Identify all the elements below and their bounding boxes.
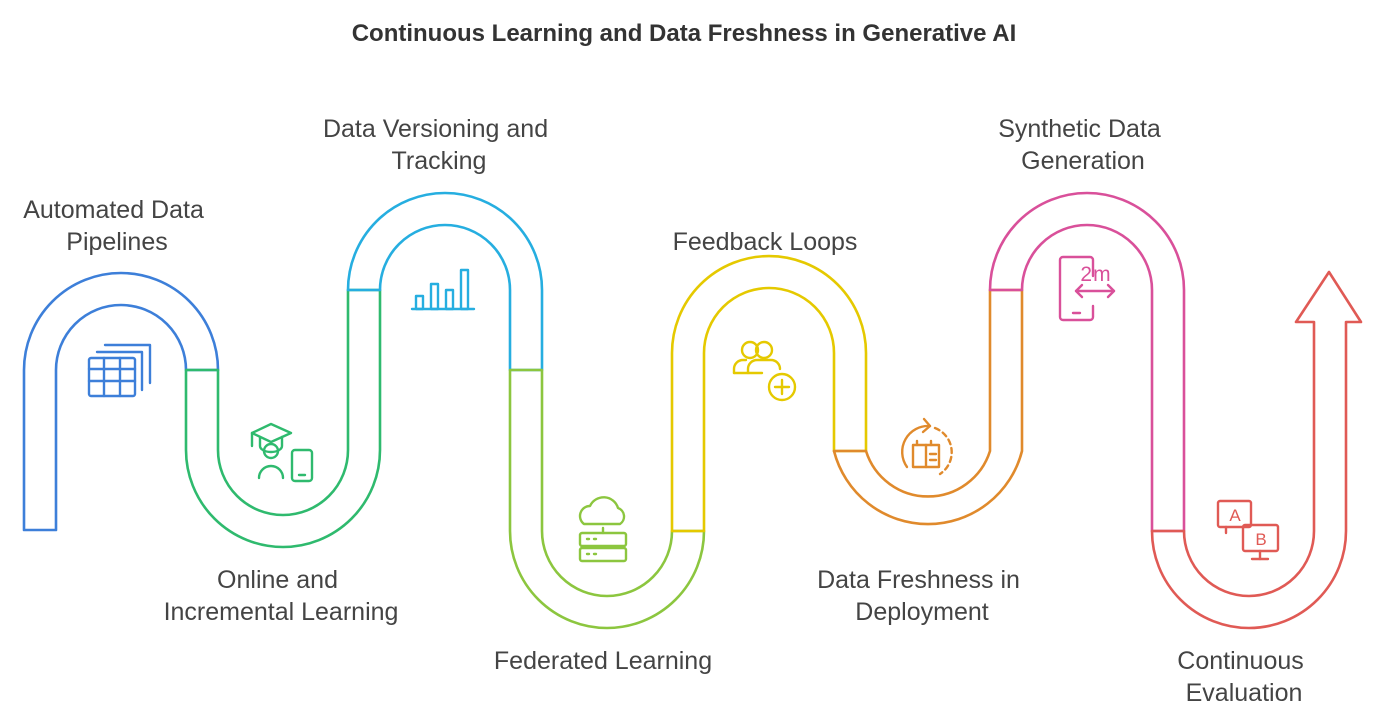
step-2-label-line-2: Incremental Learning bbox=[164, 598, 399, 626]
step-6-label: Data Freshness in Deployment bbox=[817, 566, 1027, 626]
ribbon-segment-4-path bbox=[508, 368, 706, 630]
step-8-label: Continuous Evaluation bbox=[1177, 647, 1310, 707]
mobile-timer-icon bbox=[1058, 255, 1116, 322]
step-7-label: Synthetic Data Generation bbox=[998, 115, 1168, 175]
ribbon-segment-3-path bbox=[346, 191, 544, 372]
step-4-label-line-1: Federated Learning bbox=[494, 647, 712, 675]
timer-label: 2m bbox=[1080, 263, 1111, 286]
ribbon-segment-1 bbox=[22, 271, 220, 532]
ribbon-segment-4 bbox=[508, 368, 706, 630]
ribbon-segment-3 bbox=[346, 191, 544, 372]
step-3-label: Data Versioning and Tracking bbox=[323, 115, 555, 175]
step-8-label-line-2: Evaluation bbox=[1186, 679, 1303, 707]
ab-test-icon bbox=[1216, 499, 1280, 561]
step-2-label: Online and Incremental Learning bbox=[164, 566, 399, 626]
step-5-label-line-1: Feedback Loops bbox=[673, 228, 858, 256]
step-6-label-line-2: Deployment bbox=[855, 598, 988, 626]
data-table-icon bbox=[87, 343, 152, 398]
step-7-label-line-2: Generation bbox=[1021, 147, 1145, 175]
step-6-label-line-1: Data Freshness in bbox=[817, 566, 1020, 594]
ribbon-segment-7-path bbox=[988, 191, 1186, 533]
step-3-label-line-1: Data Versioning and bbox=[323, 115, 548, 143]
step-8-label-line-1: Continuous bbox=[1177, 647, 1303, 675]
ribbon-segment-1-path bbox=[22, 271, 220, 532]
step-5-label: Feedback Loops bbox=[673, 228, 858, 256]
step-3-label-line-2: Tracking bbox=[392, 147, 487, 175]
refresh-data-icon bbox=[901, 417, 953, 476]
bar-chart-icon bbox=[410, 268, 476, 311]
variant-a-label: A bbox=[1229, 506, 1241, 525]
add-users-icon bbox=[732, 340, 797, 402]
step-1-label-line-2: Pipelines bbox=[66, 228, 167, 256]
ribbon-segment-2 bbox=[184, 288, 382, 549]
diagram-title: Continuous Learning and Data Freshness i… bbox=[352, 20, 1017, 47]
ribbon-segment-7 bbox=[988, 191, 1186, 533]
variant-b-label: B bbox=[1255, 530, 1266, 549]
ribbon-segment-2-path bbox=[184, 288, 382, 549]
step-2-label-line-1: Online and bbox=[217, 566, 338, 594]
cloud-server-icon bbox=[578, 496, 628, 563]
ribbon-segment-5-path bbox=[670, 254, 868, 533]
ribbon-segment-5 bbox=[670, 254, 868, 533]
ribbon-segment-6-path bbox=[832, 288, 1024, 526]
ribbon-segment-6 bbox=[832, 288, 1024, 526]
graduate-with-device-icon bbox=[250, 422, 314, 483]
step-1-label-line-1: Automated Data bbox=[23, 196, 204, 224]
step-4-label: Federated Learning bbox=[494, 647, 712, 675]
ribbon-segment-8 bbox=[1150, 270, 1363, 630]
step-7-label-line-1: Synthetic Data bbox=[998, 115, 1161, 143]
step-1-label: Automated Data Pipelines bbox=[23, 196, 211, 256]
ribbon-segment-8-path bbox=[1150, 270, 1363, 630]
